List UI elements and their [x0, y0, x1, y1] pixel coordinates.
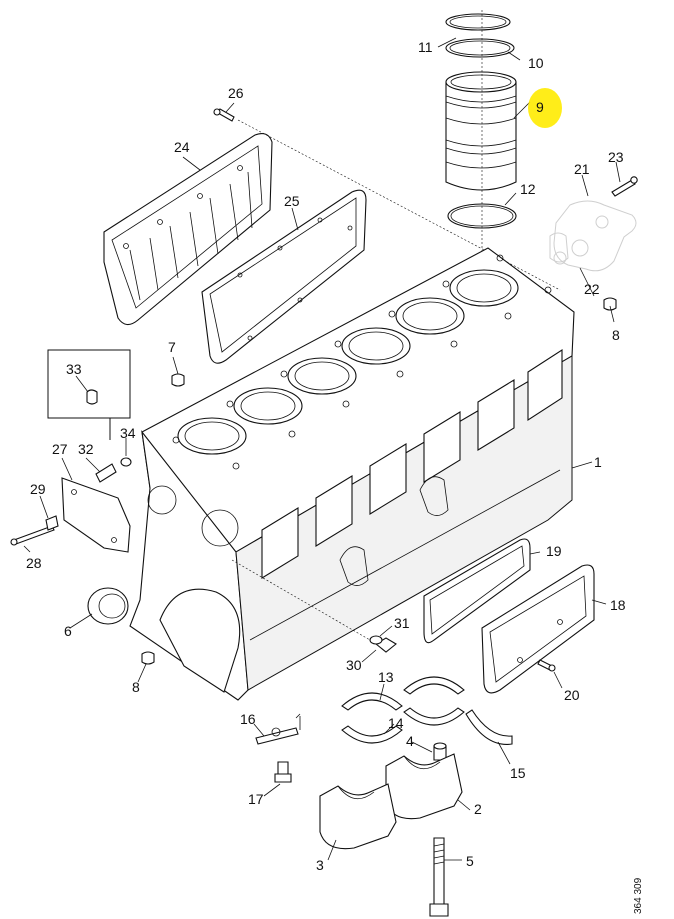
side-cover-gasket-19: [423, 538, 531, 644]
oil-nozzle-16: [255, 713, 301, 745]
bolt-20: [537, 659, 556, 672]
part-label[interactable]: 8: [612, 327, 620, 343]
dowel-4: [433, 742, 447, 761]
part-label[interactable]: 10: [528, 55, 544, 71]
leader-lines: [23, 37, 621, 861]
part-label[interactable]: 23: [608, 149, 624, 165]
part-label[interactable]: 25: [284, 193, 300, 209]
plug-8-right: [603, 297, 617, 311]
part-labels: 1 2 3 4 5 6 7 8 8 9 10 11 12 13 14 15 16…: [26, 39, 626, 873]
figure-reference: 364 309: [633, 877, 644, 914]
part-label[interactable]: 18: [610, 597, 626, 613]
bolt-23: [611, 176, 638, 197]
part-label[interactable]: 22: [584, 281, 600, 297]
side-cover-18: [481, 564, 595, 694]
part-label[interactable]: 16: [240, 711, 256, 727]
valve-cover-gasket: [201, 189, 367, 364]
main-bearing-cap-2: [385, 753, 463, 820]
part-label[interactable]: 13: [378, 669, 394, 685]
part-label[interactable]: 26: [228, 85, 244, 101]
plug-7: [171, 373, 185, 387]
bolt-28: [10, 525, 55, 546]
part-label[interactable]: 27: [52, 441, 68, 457]
part-label[interactable]: 14: [388, 715, 404, 731]
seal-6: [87, 587, 129, 625]
bearing-shell-13-upper: [341, 676, 465, 711]
bearing-shell-14-lower: [341, 707, 465, 744]
plug-30: [369, 635, 397, 653]
part-label[interactable]: 11: [418, 39, 433, 55]
part-label[interactable]: 1: [594, 454, 602, 470]
part-label[interactable]: 33: [66, 361, 82, 377]
part-label[interactable]: 3: [316, 857, 324, 873]
engine-block: [129, 247, 575, 701]
washer-34: [120, 457, 132, 467]
part-label[interactable]: 32: [78, 441, 94, 457]
part-label[interactable]: 15: [510, 765, 526, 781]
part-label[interactable]: 28: [26, 555, 42, 571]
fitting-32: [95, 463, 117, 483]
part-label[interactable]: 31: [394, 615, 410, 631]
part-label[interactable]: 8: [132, 679, 140, 695]
inset-box-33: [47, 349, 131, 440]
part-label[interactable]: 7: [168, 339, 176, 355]
part-label[interactable]: 6: [64, 623, 72, 639]
part-label[interactable]: 19: [546, 543, 562, 559]
part-label[interactable]: 29: [30, 481, 46, 497]
thrust-washer-15: [465, 709, 513, 745]
part-label[interactable]: 5: [466, 853, 474, 869]
plug-8-left: [141, 651, 155, 665]
bushing-29: [45, 515, 59, 531]
part-label[interactable]: 24: [174, 139, 190, 155]
part-label[interactable]: 17: [248, 791, 264, 807]
highlight-marker: [528, 88, 562, 128]
part-label[interactable]: 4: [406, 733, 414, 749]
part-label[interactable]: 12: [520, 181, 536, 197]
cylinder-liner-assembly: [445, 10, 517, 270]
part-label[interactable]: 9: [536, 99, 544, 115]
valve-cover: [103, 133, 273, 326]
part-label[interactable]: 2: [474, 801, 482, 817]
cap-bolt-5: [429, 837, 449, 917]
main-bearing-cap-3: [319, 783, 397, 850]
part-label[interactable]: 21: [574, 161, 590, 177]
ghost-housing-21-22: [549, 200, 637, 272]
part-label[interactable]: 34: [120, 425, 136, 441]
bolt-17: [274, 761, 292, 783]
bolt-26: [213, 108, 235, 122]
part-label[interactable]: 30: [346, 657, 362, 673]
cover-plate-27: [61, 477, 131, 553]
part-label[interactable]: 20: [564, 687, 580, 703]
